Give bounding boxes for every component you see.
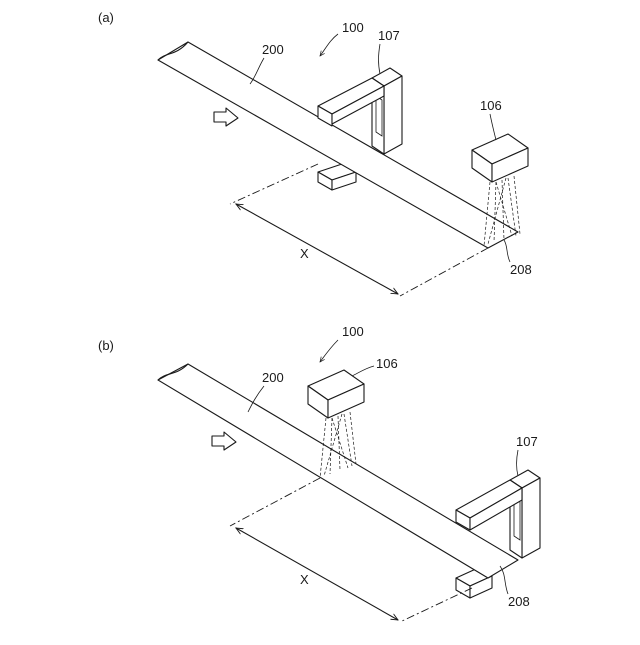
sheet-label-a: 200: [262, 42, 284, 57]
camera-label-b: 106: [376, 356, 398, 371]
panel-a: (a): [98, 10, 532, 296]
system-label-b: 100: [342, 324, 364, 339]
dimension-x-b: X: [230, 478, 472, 622]
frame-label-b: 107: [516, 434, 538, 449]
sheet-200: [158, 42, 518, 248]
distance-label-a: X: [300, 246, 309, 261]
panel-a-label: (a): [98, 10, 114, 25]
camera-106-b: [308, 370, 364, 418]
camera-106: [472, 134, 528, 182]
panel-b-label: (b): [98, 338, 114, 353]
system-label-a: 100: [342, 20, 364, 35]
feed-direction-arrow-icon-b: [212, 432, 236, 450]
distance-label-b: X: [300, 572, 309, 587]
spot-label-b: 208: [508, 594, 530, 609]
camera-label-a: 106: [480, 98, 502, 113]
panel-b: (b): [98, 324, 540, 622]
spot-label-a: 208: [510, 262, 532, 277]
frame-label-a: 107: [378, 28, 400, 43]
sheet-label-b: 200: [262, 370, 284, 385]
feed-direction-arrow-icon: [214, 108, 238, 126]
dimension-x: X: [230, 164, 488, 296]
